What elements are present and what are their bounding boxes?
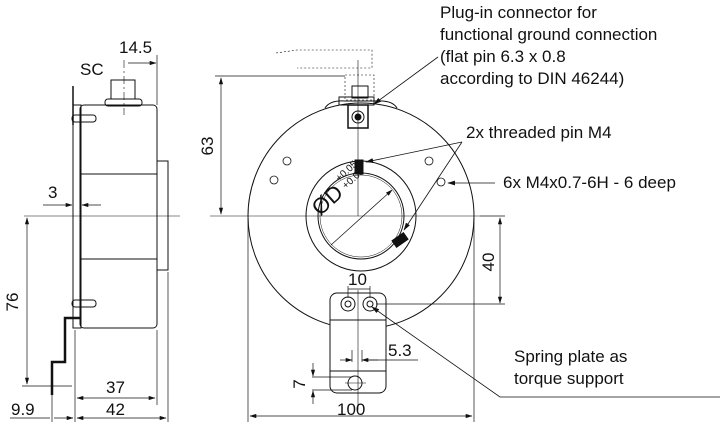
front-view-dimensions xyxy=(215,75,505,422)
threaded-pin-note: 2x threaded pin M4 xyxy=(466,123,612,142)
dim-37: 37 xyxy=(106,378,125,397)
connector-note-line: (flat pin 6.3 x 0.8 xyxy=(440,47,566,66)
dim-3: 3 xyxy=(48,183,58,202)
spring-plate-note-line: torque support xyxy=(514,369,624,388)
connector-note-line: functional ground connection xyxy=(440,25,658,44)
front-view-body xyxy=(247,49,475,394)
connector-note-line: according to DIN 46244) xyxy=(440,69,625,88)
dim-40: 40 xyxy=(479,252,498,272)
spring-plate-note: Spring plate as torque support xyxy=(514,346,627,390)
side-view-centerlines xyxy=(24,60,180,217)
dim-63: 63 xyxy=(198,136,217,156)
dim-5-3: 5.3 xyxy=(388,341,412,360)
sc-label: SC xyxy=(80,60,104,79)
holes-note: 6x M4x0.7-6H - 6 deep xyxy=(503,173,676,192)
dim-42: 42 xyxy=(106,400,125,419)
dim-10: 10 xyxy=(348,270,367,289)
leader-lines xyxy=(365,56,720,398)
connector-note-line: Plug-in connector for xyxy=(440,3,597,22)
dim-9-9: 9.9 xyxy=(11,400,35,419)
side-view-body xyxy=(50,79,169,395)
spring-plate-note-line: Spring plate as xyxy=(514,347,628,366)
dim-100: 100 xyxy=(337,400,366,419)
side-view-dimensions xyxy=(10,55,169,422)
dim-7: 7 xyxy=(290,379,309,389)
dim-14-5: 14.5 xyxy=(119,38,153,57)
dim-76: 76 xyxy=(3,292,22,312)
connector-note: Plug-in connector for functional ground … xyxy=(440,2,657,90)
front-view-centerlines xyxy=(210,60,480,410)
